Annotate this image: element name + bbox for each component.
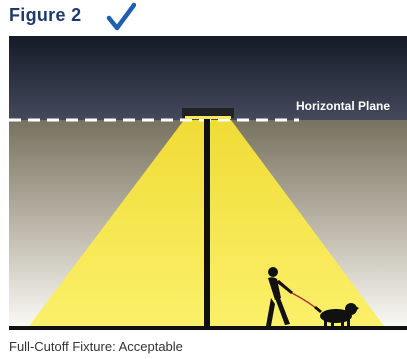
night-sky: [9, 36, 407, 120]
fixture-lens: [185, 116, 231, 119]
dog-silhouette: [314, 303, 359, 327]
light-fixture: [182, 108, 234, 118]
lighting-diagram: Horizontal Plane: [9, 36, 407, 330]
horizontal-plane-label: Horizontal Plane: [296, 99, 390, 113]
figure-caption: Full-Cutoff Fixture: Acceptable: [9, 339, 183, 354]
figure-title: Figure 2: [9, 5, 82, 25]
light-pole: [204, 114, 210, 328]
person-silhouette: [266, 267, 293, 326]
checkmark-icon: [106, 2, 136, 31]
